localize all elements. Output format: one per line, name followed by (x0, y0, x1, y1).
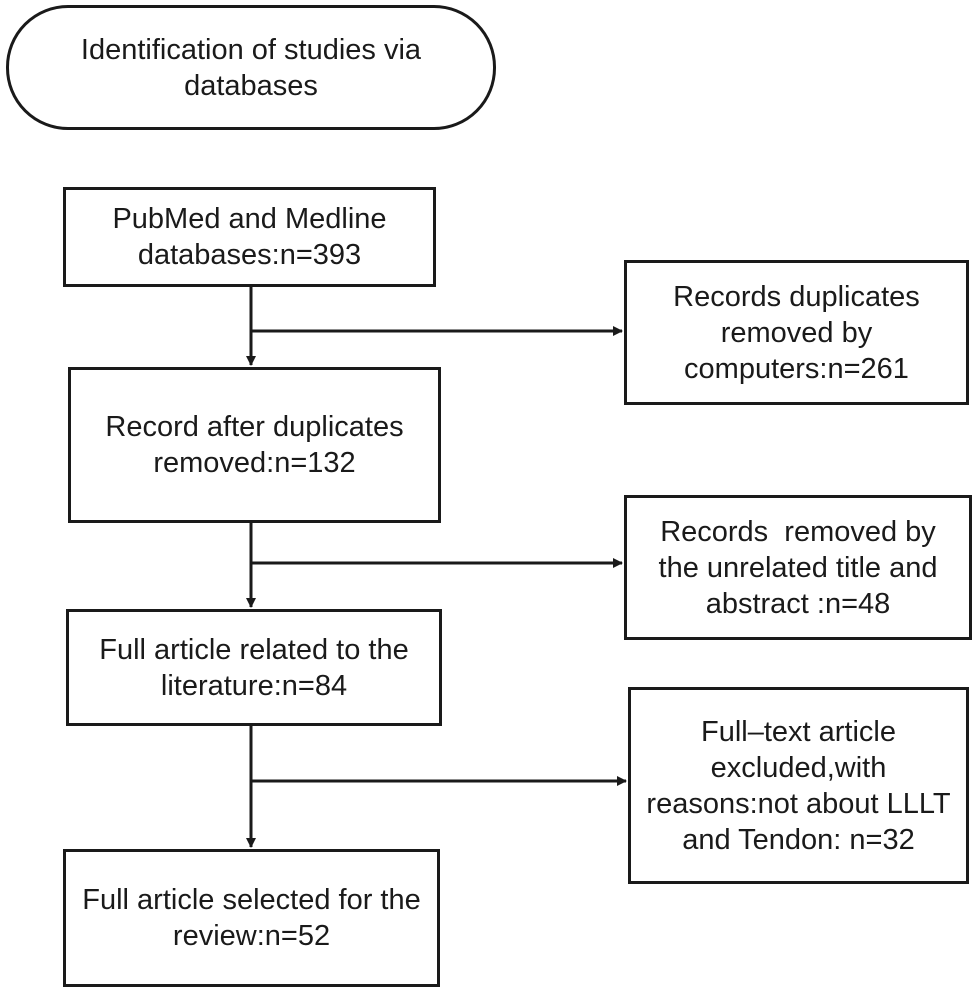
selected-articles-text: Full article selected for the review:n=5… (82, 884, 421, 952)
after-duplicates-box: Record after duplicates removed:n=132 (68, 367, 441, 523)
after-duplicates-text: Record after duplicates removed:n=132 (105, 411, 404, 479)
pubmed-records-box: PubMed and Medline databases:n=393 (63, 187, 436, 287)
related-articles-text: Full article related to the literature:n… (99, 633, 409, 702)
duplicates-removed-text: Records duplicates removed by computers:… (673, 280, 920, 385)
start-node: Identification of studies via databases (6, 5, 496, 130)
related-articles-box: Full article related to the literature:n… (66, 609, 442, 726)
pubmed-records-text: PubMed and Medline databases:n=393 (112, 203, 387, 271)
start-node-text: Identification of studies via databases (80, 33, 422, 102)
title-abstract-removed-text: Records removed by the unrelated title a… (658, 515, 946, 620)
selected-articles-box: Full article selected for the review:n=5… (63, 849, 440, 987)
title-abstract-removed-box: Records removed by the unrelated title a… (624, 495, 972, 640)
fulltext-excluded-box: Full–text article excluded,with reasons:… (628, 687, 969, 884)
duplicates-removed-box: Records duplicates removed by computers:… (624, 260, 969, 405)
fulltext-excluded-text: Full–text article excluded,with reasons:… (646, 715, 951, 856)
